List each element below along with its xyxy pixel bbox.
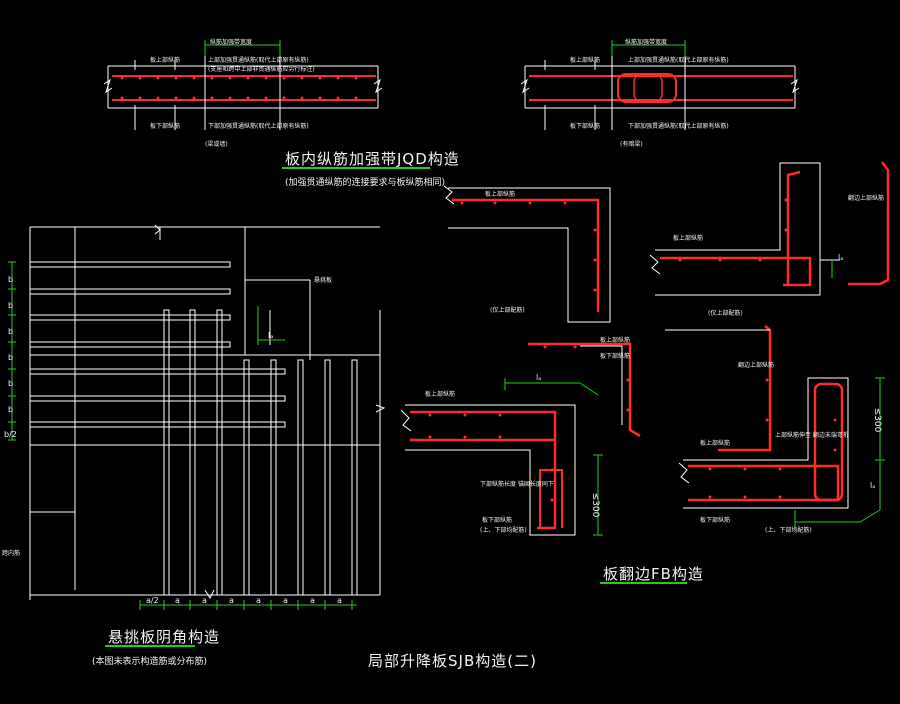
fb4-dim-300: ≤300 (590, 493, 600, 518)
jqd-note: (加强贯通纵筋的连接要求与板纵筋相同) (285, 178, 446, 188)
cantilever-corner-grid (29, 224, 386, 600)
label-xt-side: 跨内筋 (2, 549, 20, 557)
fb1-top-label: 板上部纵筋 (485, 190, 515, 198)
dim-a-half: a/2 (146, 596, 159, 605)
label-top-strip-note: (支座和跨中上部非贯通纵筋应另行标注) (208, 65, 315, 73)
label-jqd-left-note: (梁或墙) (205, 140, 228, 148)
fb5-bot-label: 板下部纵筋 (700, 516, 730, 524)
cantilever-title-underline (105, 645, 195, 647)
label-bot-bar: 板下部纵筋 (150, 122, 180, 130)
fb2-side-label: 翻边上部纵筋 (848, 194, 884, 202)
label-jqd-right-note: (有暗梁) (620, 140, 643, 148)
fb5-top-label: 板上部纵筋 (700, 439, 730, 447)
label-xt-bar: 悬挑板 (314, 276, 332, 284)
fb5-mid-label: 上部纵筋伸至 翻边末端弯折 (775, 431, 849, 439)
cantilever-note: (本图未表示构造筋或分布筋) (92, 657, 208, 667)
sjb-title: 局部升降板SJB构造(二) (368, 652, 537, 670)
fb3-top-label: 板上部纵筋 (600, 336, 630, 344)
cantilever-dimensions (8, 261, 357, 610)
dim-b-2: b (8, 301, 13, 310)
fb-detail-1 (443, 185, 611, 323)
dim-b-4: b (8, 353, 13, 362)
fb3-bot-label: 板下部纵筋 (600, 352, 630, 360)
dim-b-1: b (8, 275, 13, 284)
jqd-title-underline (282, 167, 430, 169)
dim-a-1: a (175, 596, 180, 605)
fb4-top-label: 板上部纵筋 (425, 390, 455, 398)
fb5-note: (上、下部均配筋) (765, 526, 812, 534)
fb5-dim-300: ≤300 (872, 408, 882, 433)
cantilever-title: 悬挑板阴角构造 (108, 628, 221, 646)
dim-a-2: a (202, 596, 207, 605)
dim-b-5: b (8, 379, 13, 388)
label-top-strip: 上部加强贯通纵筋(取代上部原有纵筋) (208, 56, 309, 64)
jqd-width-label: 纵筋加强带宽度 (210, 38, 252, 46)
fb-detail-3 (528, 325, 772, 452)
label-bot-strip: 下部加强贯通纵筋(取代上部原有纵筋) (208, 122, 309, 130)
dim-la-1: lₐ (268, 331, 273, 340)
label-top-bar-2: 板上部纵筋 (570, 56, 600, 64)
fb3-mid-label: 翻边上部纵筋 (738, 361, 774, 369)
fb-detail-4 (400, 378, 603, 536)
fb4-bot-label: 板下部纵筋 (482, 516, 512, 524)
fb1-note: (仅上部配筋) (490, 306, 525, 314)
jqd-section-left (103, 40, 383, 130)
dim-b-6: b (8, 405, 13, 414)
dim-a-5: a (283, 596, 288, 605)
jqd-title: 板内纵筋加强带JQD构造 (285, 150, 460, 168)
label-bot-bar-2: 板下部纵筋 (570, 122, 600, 130)
label-top-strip-2: 上部加强贯通纵筋(取代上部原有纵筋) (628, 56, 729, 64)
label-bot-strip-2: 下部加强贯通纵筋(取代上部原有纵筋) (628, 122, 729, 130)
dim-a-4: a (256, 596, 261, 605)
dim-a-3: a (229, 596, 234, 605)
dim-la-3: lₐ (870, 481, 875, 490)
fb4-rebar-label: 下部纵筋长度 锚固长度同下 (480, 480, 554, 488)
dim-la-2: lₐ (536, 373, 541, 382)
fb2-note: (仅上部配筋) (708, 309, 743, 317)
dim-a-6: a (310, 596, 315, 605)
fb2-top-label: 板上部纵筋 (673, 234, 703, 242)
fb-detail-5 (678, 377, 885, 530)
fb-title: 板翻边FB构造 (603, 565, 704, 583)
jqd-section-right (520, 40, 800, 130)
label-top-bar: 板上部纵筋 (150, 56, 180, 64)
fb-title-underline (600, 582, 687, 584)
dim-b-3: b (8, 327, 13, 336)
dim-la-4: lₐ (838, 253, 843, 262)
dim-a-7: a (337, 596, 342, 605)
fb-detail-2 (649, 161, 890, 296)
fb4-note: (上、下部均配筋) (480, 526, 527, 534)
dim-b-half: b/2 (4, 430, 17, 439)
jqd-width-label-2: 纵筋加强带宽度 (625, 38, 667, 46)
